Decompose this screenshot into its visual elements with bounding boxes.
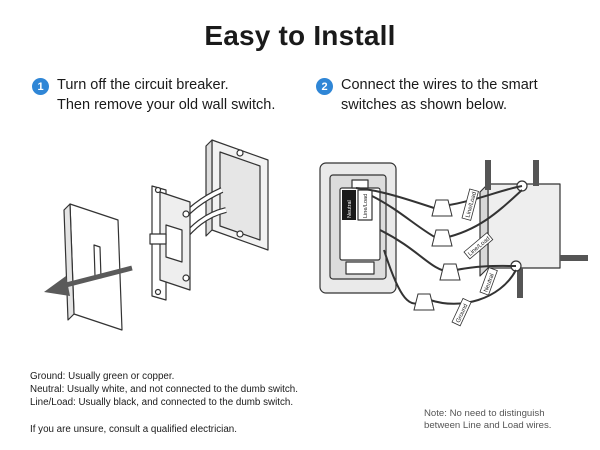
wall-box-side (205, 139, 213, 237)
definition-neutral: Neutral: Usually white, and not connecte… (30, 384, 298, 395)
wire-nut (413, 293, 435, 311)
wire-line-load-1 (355, 187, 441, 211)
wire-tag-ground: Ground (451, 297, 472, 327)
wall-plate-opening (93, 244, 102, 279)
step-line: Turn off the circuit breaker. (57, 77, 229, 93)
step-2: 2 Connect the wires to the smart switche… (316, 75, 586, 115)
step-number-badge: 2 (316, 78, 333, 95)
terminal-screw (182, 274, 190, 282)
yoke-screw (154, 186, 162, 194)
definition-line-load: Line/Load: Usually black, and connected … (30, 397, 294, 408)
terminal-screw (182, 210, 190, 218)
page-title: Easy to Install (204, 20, 396, 51)
yoke-screw (154, 288, 162, 296)
step-line: Connect the wires to the smart (341, 77, 538, 93)
note-line: between Line and Load wires. (424, 420, 552, 431)
old-switch-removal-illustration (63, 139, 269, 331)
step-line: Then remove your old wall switch. (57, 97, 276, 113)
box-screw (236, 230, 244, 238)
step-line: switches as shown below. (341, 97, 508, 113)
wall-box-inner (219, 151, 261, 241)
neutral-terminal-label (342, 190, 356, 220)
arrow-left-down-icon (44, 265, 133, 296)
safety-advice: If you are unsure, consult a qualified e… (30, 424, 237, 435)
step-1: 1 Turn off the circuit breaker. Then rem… (32, 75, 302, 115)
wire-nut (431, 199, 453, 217)
switch-line-load-label: Line/Load (363, 194, 369, 218)
wire-to-box (429, 269, 517, 305)
step-text: Connect the wires to the smart switches … (341, 75, 538, 115)
wire-to-box (443, 189, 523, 239)
install-note: Note: No need to distinguish between Lin… (424, 408, 584, 432)
note-line: Note: No need to distinguish (424, 408, 545, 419)
wire-nuts (413, 199, 461, 311)
wire-definitions: Ground: Usually green or copper. Neutral… (30, 370, 298, 436)
switch-toggle-housing (165, 224, 183, 263)
wire-nut (439, 263, 461, 281)
switch-neutral-label: Neutral (347, 200, 353, 218)
step-number-badge: 1 (32, 78, 49, 95)
switch-base (345, 261, 375, 275)
switch-toggle (149, 233, 167, 245)
wire-nut (431, 229, 453, 247)
definition-ground: Ground: Usually green or copper. (30, 371, 175, 382)
box-screw (236, 149, 244, 157)
step-text: Turn off the circuit breaker. Then remov… (57, 75, 275, 115)
junction-box (487, 183, 561, 269)
wire-to-box (455, 264, 517, 271)
wire-tag-line-load-1: Line/Load (461, 188, 479, 221)
wire-to-box (443, 185, 523, 207)
switch-top-tab (351, 179, 369, 189)
